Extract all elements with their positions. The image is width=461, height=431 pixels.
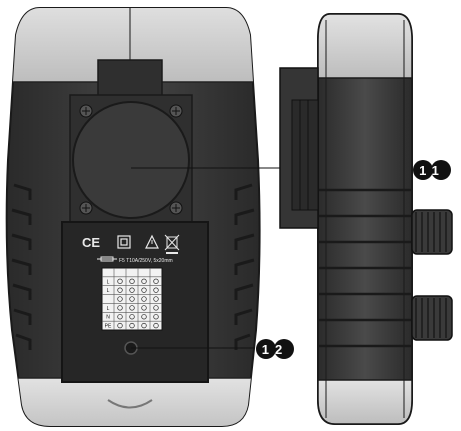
lower-knob: [411, 295, 453, 341]
indicator-dot: [153, 287, 159, 293]
indicator-dot: [129, 296, 135, 302]
callout-11: 11: [413, 160, 451, 180]
indicator-dot: [141, 314, 147, 320]
upper-knob: [411, 209, 453, 255]
indicator-dot: [117, 314, 123, 320]
ce-mark: CE: [82, 235, 100, 250]
indicator-dot: [129, 287, 135, 293]
indicator-dot: [153, 305, 159, 311]
indicator-dot: [129, 322, 135, 329]
indicator-dot: [141, 287, 147, 293]
indicator-dot: [117, 278, 123, 284]
table-row-label: L: [107, 288, 110, 294]
table-row-label: L: [107, 306, 110, 312]
callout-12: 12: [256, 339, 294, 359]
label-panel: CE F5 T10A/250V, 5x20mm: [61, 221, 209, 383]
socket-side: [279, 67, 319, 229]
indicator-dot: [129, 314, 135, 320]
fuse-rating-text: F5 T10A/250V, 5x20mm: [119, 258, 173, 264]
weee-bin-icon: [164, 234, 180, 254]
indicator-dot: [153, 296, 159, 302]
indicator-dot: [117, 296, 123, 302]
table-row-label: N: [106, 315, 110, 321]
indicator-dot: [117, 305, 123, 311]
double-insulation-icon: [117, 235, 131, 249]
indicator-dot: [141, 296, 147, 302]
socket: [69, 59, 193, 224]
callout-12-label: 12: [262, 342, 288, 357]
warning-icon: [145, 234, 159, 249]
side-grip-ridges: [318, 188, 412, 348]
front-view: CE F5 T10A/250V, 5x20mm: [5, 7, 410, 427]
left-grip-ridges: [11, 183, 32, 350]
screw-icon: [79, 104, 183, 215]
indicator-dot: [117, 322, 123, 329]
indicator-dot: [129, 305, 135, 311]
indicator-dot: [141, 305, 147, 311]
indicator-dot: [141, 278, 147, 284]
indicator-dot: [129, 278, 135, 284]
indicator-dot: [153, 322, 159, 329]
table-row-label: PE: [105, 324, 112, 330]
indicator-dot: [153, 278, 159, 284]
right-grip-ridges: [234, 183, 255, 350]
callout-11-label: 11: [419, 163, 445, 178]
indicator-dot: [117, 287, 123, 293]
side-view: [279, 13, 453, 425]
indicator-dot: [153, 314, 159, 320]
fuse-icon: [97, 256, 117, 262]
indicator-dot: [141, 322, 147, 329]
table-row-label: L: [107, 279, 110, 285]
